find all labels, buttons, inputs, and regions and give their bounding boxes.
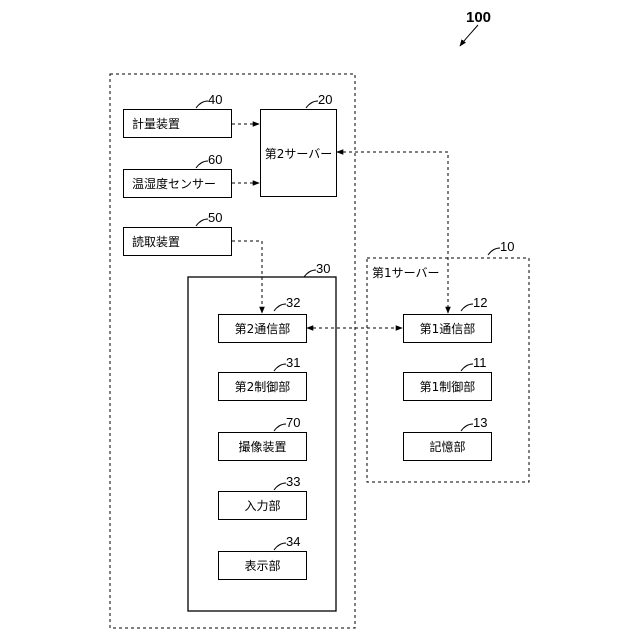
terminal-ref: 30 (316, 262, 330, 276)
input-unit-box: 入力部 (218, 491, 307, 520)
second-server-box: 第2サーバー (260, 109, 337, 197)
first-comm-ref: 12 (473, 296, 487, 310)
reading-device-label: 読取装置 (132, 233, 180, 250)
input-unit-ref: 33 (286, 475, 300, 489)
weighing-device-ref: 40 (208, 93, 222, 107)
first-control-ref: 11 (473, 356, 487, 370)
connector-second-server-to-first-comm (337, 152, 448, 313)
leader-10 (488, 248, 500, 255)
weighing-device-label: 計量装置 (132, 115, 180, 132)
first-control-box: 第1制御部 (403, 372, 492, 401)
storage-unit-label: 記憶部 (429, 438, 465, 455)
leader-33 (274, 483, 286, 490)
display-unit-box: 表示部 (218, 551, 307, 580)
first-server-title: 第1サーバー (372, 264, 440, 281)
leader-12 (461, 304, 473, 311)
reading-device-ref: 50 (208, 211, 222, 225)
second-control-label: 第2制御部 (235, 378, 291, 395)
temp-humidity-sensor-ref: 60 (208, 153, 222, 167)
leader-34 (274, 543, 286, 550)
second-comm-label: 第2通信部 (235, 320, 291, 337)
leader-32 (274, 304, 286, 311)
second-comm-ref: 32 (286, 296, 300, 310)
leader-30 (304, 270, 316, 277)
imaging-device-box: 撮像装置 (218, 432, 307, 461)
first-comm-label: 第1通信部 (420, 320, 476, 337)
weighing-device-box: 計量装置 (123, 109, 232, 138)
leader-40 (196, 101, 208, 108)
reading-device-box: 読取装置 (123, 227, 232, 256)
storage-unit-ref: 13 (473, 416, 487, 430)
input-unit-label: 入力部 (244, 497, 280, 514)
display-unit-label: 表示部 (244, 557, 280, 574)
second-control-box: 第2制御部 (218, 372, 307, 401)
first-control-label: 第1制御部 (420, 378, 476, 395)
leader-13 (461, 424, 473, 431)
first-server-ref: 10 (500, 240, 514, 254)
leader-50 (196, 219, 208, 226)
leader-60 (196, 161, 208, 168)
second-server-ref: 20 (318, 93, 332, 107)
leader-20 (306, 101, 318, 108)
imaging-device-label: 撮像装置 (238, 438, 286, 455)
second-control-ref: 31 (286, 356, 300, 370)
leader-11 (461, 364, 473, 371)
display-unit-ref: 34 (286, 535, 300, 549)
figure-number: 100 (466, 10, 491, 26)
temp-humidity-sensor-label: 温湿度センサー (132, 175, 216, 192)
leader-31 (274, 364, 286, 371)
first-comm-box: 第1通信部 (403, 314, 492, 343)
leader-100 (460, 25, 478, 46)
second-server-label: 第2サーバー (265, 145, 333, 162)
second-comm-box: 第2通信部 (218, 314, 307, 343)
storage-unit-box: 記憶部 (403, 432, 492, 461)
leader-70 (274, 424, 286, 431)
imaging-device-ref: 70 (286, 416, 300, 430)
temp-humidity-sensor-box: 温湿度センサー (123, 169, 232, 198)
